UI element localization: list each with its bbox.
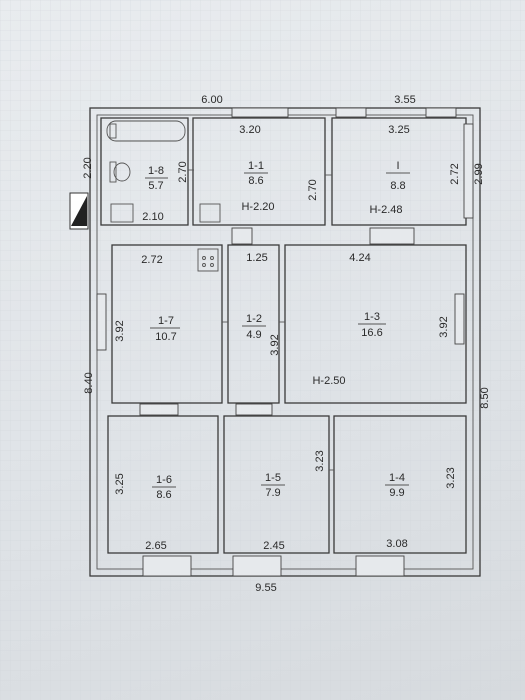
room-area: 7.9 xyxy=(265,487,280,499)
room-1-5-outline xyxy=(223,415,330,554)
window-right-1-3 xyxy=(454,293,465,345)
room-id: 1-8 xyxy=(148,165,164,177)
doors xyxy=(139,169,415,471)
room-dim: 3.20 xyxy=(239,124,260,136)
door-1-3-top xyxy=(369,227,415,245)
room-1-8: 1-8 5.7 2.70 2.10 xyxy=(142,161,189,223)
window-right-I xyxy=(463,123,474,219)
room-1-6: 3.25 1-6 8.6 2.65 xyxy=(114,473,176,552)
room-area: 8.8 xyxy=(390,180,405,192)
room-dim: 2.72 xyxy=(449,163,461,184)
room-area: 4.9 xyxy=(246,329,261,341)
dim-left: 8.40 xyxy=(83,372,95,393)
room-I: 3.25 I 8.8 2.72 2.99 Н-2.48 xyxy=(369,124,485,216)
dim-right: 8.50 xyxy=(479,387,491,408)
entry-icon xyxy=(71,196,87,226)
window-left-1-7 xyxy=(96,293,107,351)
room-id: 1-4 xyxy=(389,472,405,484)
room-1-3-outline xyxy=(284,244,467,404)
dim-entry: 2.20 xyxy=(82,157,94,178)
room-id: I xyxy=(396,160,399,172)
room-area: 10.7 xyxy=(155,331,176,343)
room-dim: 3.25 xyxy=(114,473,126,494)
stove-icon xyxy=(197,248,219,272)
fixtures xyxy=(69,120,221,272)
room-outlines xyxy=(100,117,467,554)
room-dim: 2.72 xyxy=(141,254,162,266)
dim-top-right: 3.55 xyxy=(394,94,415,106)
door-1-6 xyxy=(139,403,179,416)
room-dim: 3.92 xyxy=(114,320,126,341)
room-area: 8.6 xyxy=(248,175,263,187)
room-dim: 4.24 xyxy=(349,252,370,264)
room-id: 1-6 xyxy=(156,474,172,486)
room-id: 1-2 xyxy=(246,313,262,325)
room-area: 16.6 xyxy=(361,327,382,339)
bathtub-icon xyxy=(106,120,186,142)
room-dim: 3.08 xyxy=(386,538,407,550)
room-dim: 3.92 xyxy=(269,334,281,355)
sink-icon-1-1 xyxy=(199,203,221,223)
window-bottom-1-4 xyxy=(355,555,405,577)
room-dim: 2.70 xyxy=(307,179,319,200)
room-id: 1-1 xyxy=(248,160,264,172)
windows xyxy=(96,107,474,577)
room-height: Н-2.20 xyxy=(241,201,274,213)
window-top-I-left xyxy=(335,107,367,118)
room-1-3: 4.24 3.92 3.92 1-3 16.6 Н-2.50 xyxy=(269,252,450,387)
room-dim: 2.65 xyxy=(145,540,166,552)
room-id: 1-5 xyxy=(265,472,281,484)
room-1-2-outline xyxy=(227,244,280,404)
dim-top-left: 6.00 xyxy=(201,94,222,106)
room-1-4-outline xyxy=(333,415,467,554)
room-dim: 2.70 xyxy=(177,161,189,182)
room-dim: 3.92 xyxy=(438,316,450,337)
door-1-2-top xyxy=(231,227,253,245)
room-dim: 1.25 xyxy=(246,252,267,264)
room-1-4: 3.23 3.23 1-4 9.9 3.08 xyxy=(314,450,457,550)
dim-bottom: 9.55 xyxy=(255,582,276,594)
room-height: Н-2.50 xyxy=(312,375,345,387)
door-1-5 xyxy=(235,403,273,416)
window-bottom-1-5 xyxy=(232,555,282,577)
room-dim: 3.23 xyxy=(445,467,457,488)
window-top-1-1 xyxy=(231,107,289,118)
room-1-1-outline xyxy=(192,117,326,226)
room-height: Н-2.48 xyxy=(369,204,402,216)
room-area: 5.7 xyxy=(148,180,163,192)
room-1-7-outline xyxy=(111,244,223,404)
room-1-5: 1-5 7.9 2.45 xyxy=(261,472,285,552)
toilet-icon xyxy=(113,162,131,182)
room-dim: 3.25 xyxy=(388,124,409,136)
room-1-7: 2.72 3.92 1-7 10.7 xyxy=(114,254,180,343)
room-area: 8.6 xyxy=(156,489,171,501)
sink-icon xyxy=(110,203,134,223)
room-1-6-outline xyxy=(107,415,219,554)
room-1-8-outline xyxy=(100,117,189,226)
outer-dimensions: 6.00 3.55 8.40 8.50 9.55 2.20 xyxy=(82,94,491,594)
room-1-1: 3.20 1-1 8.6 2.70 Н-2.20 xyxy=(239,124,319,213)
room-id: 1-3 xyxy=(364,311,380,323)
window-top-I-right xyxy=(425,107,457,118)
room-id: 1-7 xyxy=(158,315,174,327)
room-1-2: 1.25 1-2 4.9 xyxy=(242,252,268,341)
room-dim: 3.23 xyxy=(314,450,326,471)
room-dim: 2.99 xyxy=(473,163,485,184)
room-dim: 2.45 xyxy=(263,540,284,552)
room-dim: 2.10 xyxy=(142,211,163,223)
window-bottom-1-6 xyxy=(142,555,192,577)
room-area: 9.9 xyxy=(389,487,404,499)
